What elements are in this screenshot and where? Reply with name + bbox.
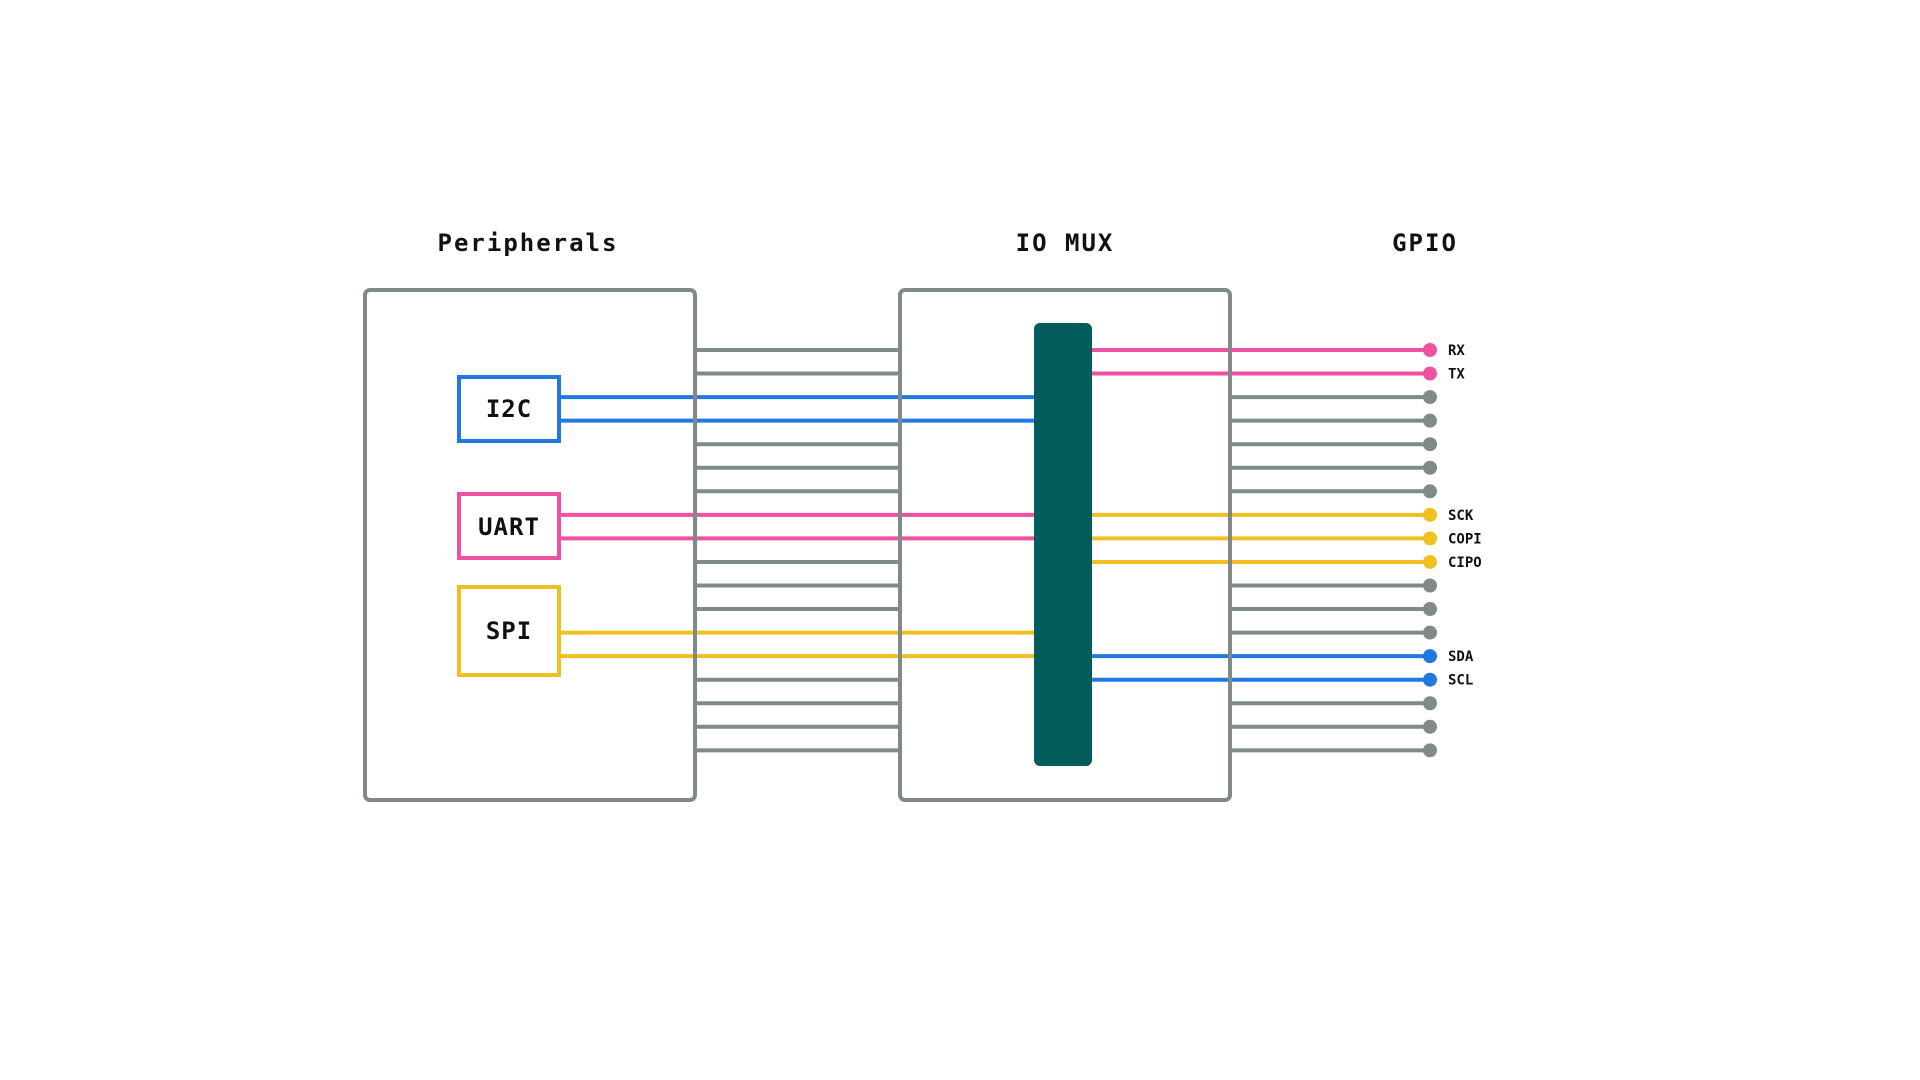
gpio-pin (1423, 719, 1437, 734)
gpio-pin (1423, 625, 1437, 640)
gpio-pin (1423, 602, 1437, 617)
uart-block (457, 492, 561, 560)
gpio-pins: RX TX SCK COPI CIPO SDA SCL (1423, 343, 1482, 758)
gpio-pin (1423, 578, 1437, 593)
gpio-pin (1423, 437, 1437, 452)
gpio-lines (1092, 348, 1430, 753)
gpio-pin-rx (1423, 343, 1437, 357)
gpio-pin-sda (1423, 649, 1437, 664)
iomux-box (898, 288, 1232, 802)
gpio-pin-copi (1423, 531, 1437, 546)
gpio-pin-label: CIPO (1448, 555, 1482, 571)
gpio-pin-tx (1423, 366, 1437, 381)
gpio-pin-sck (1423, 507, 1437, 522)
gpio-title: GPIO (1392, 229, 1458, 257)
spi-label: SPI (486, 617, 532, 645)
gpio-pin (1423, 390, 1437, 405)
gpio-pin-scl (1423, 672, 1437, 687)
peripherals-box (363, 288, 697, 802)
gpio-pin-label: RX (1448, 343, 1465, 359)
uart-label: UART (478, 513, 540, 541)
gpio-pin-cipo (1423, 554, 1437, 569)
mux-switch-bar (1034, 323, 1092, 766)
peripheral-to-mux-lines (695, 348, 900, 753)
gpio-pin (1423, 460, 1437, 475)
spi-block (457, 585, 561, 677)
gpio-pin-label: SDA (1448, 649, 1474, 665)
gpio-pin-label: COPI (1448, 531, 1482, 547)
peripherals-title: Peripherals (438, 229, 619, 257)
peripheral-internal-lines (559, 395, 1034, 659)
gpio-pin (1423, 484, 1437, 499)
iomux-title: IO MUX (1016, 229, 1115, 257)
i2c-block (457, 375, 561, 443)
gpio-pin (1423, 696, 1437, 711)
gpio-pin-label: TX (1448, 367, 1465, 383)
i2c-label: I2C (486, 395, 532, 423)
gpio-pin-label: SCL (1448, 673, 1473, 689)
gpio-pin (1423, 413, 1437, 428)
gpio-pin-label: SCK (1448, 508, 1474, 524)
gpio-pin (1423, 743, 1437, 758)
